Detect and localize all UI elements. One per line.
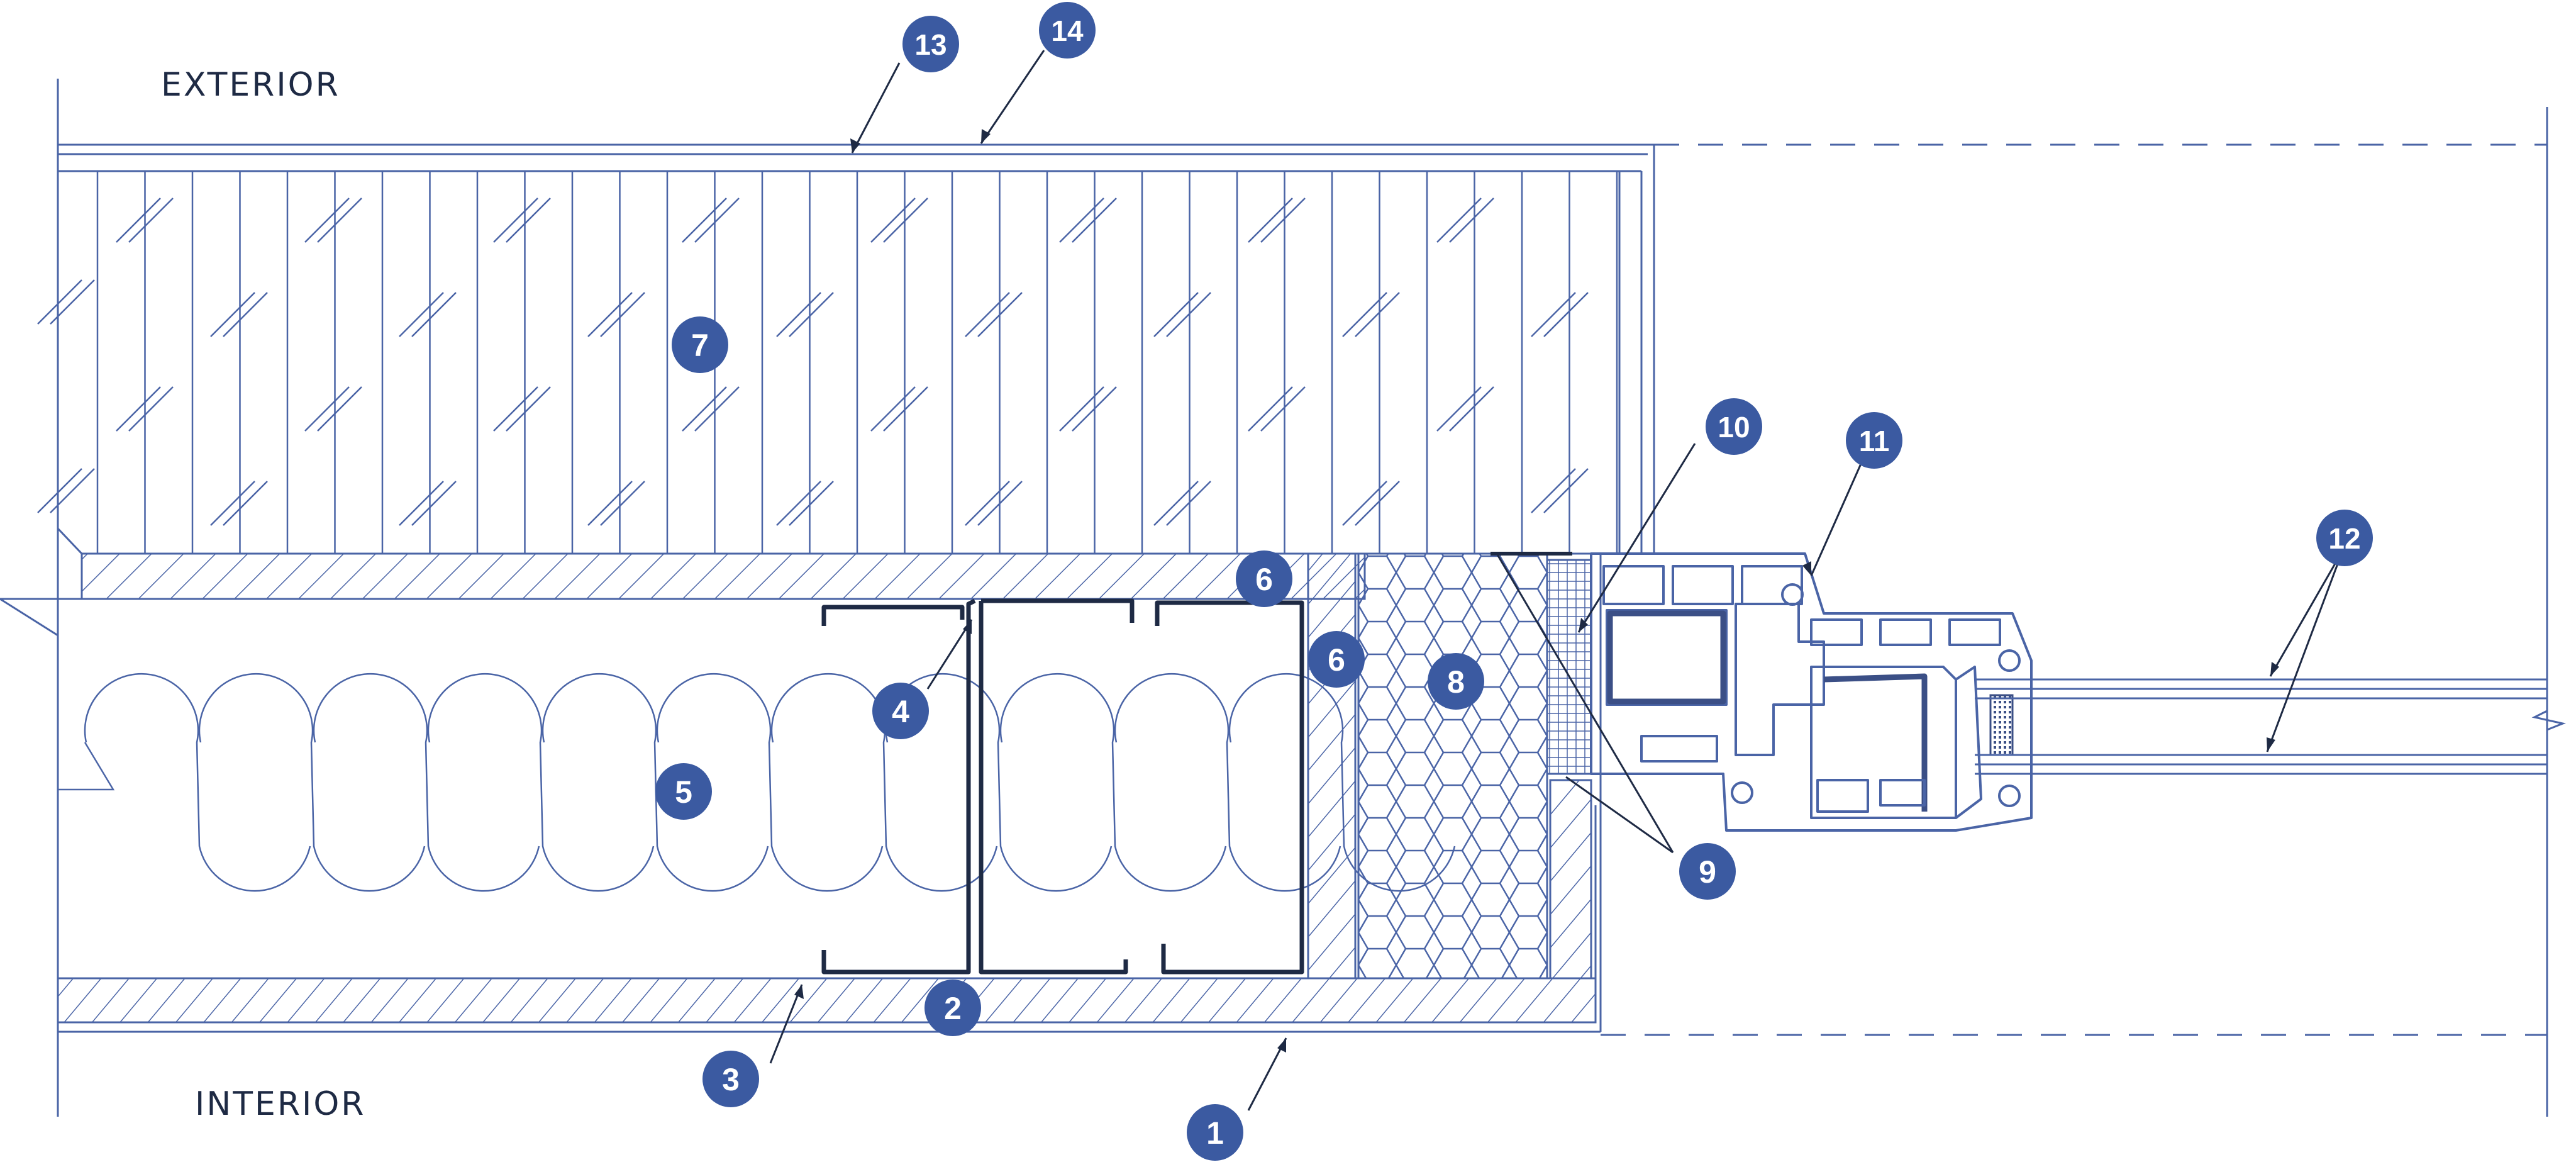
interior-label: INTERIOR — [195, 1085, 366, 1123]
callout-5: 5 — [655, 763, 712, 820]
callout-6-top: 6 — [1236, 550, 1292, 607]
svg-text:13: 13 — [914, 28, 947, 61]
callout-7: 7 — [672, 316, 728, 373]
callout-6-side: 6 — [1308, 631, 1365, 688]
svg-text:3: 3 — [722, 1062, 740, 1097]
callout-4: 4 — [872, 683, 929, 739]
svg-text:4: 4 — [892, 694, 909, 729]
callout-11: 11 — [1846, 412, 1902, 469]
callout-2: 2 — [924, 980, 981, 1036]
svg-text:7: 7 — [691, 328, 709, 363]
svg-text:6: 6 — [1255, 562, 1273, 597]
callout-1: 1 — [1187, 1104, 1243, 1161]
callout-12: 12 — [2316, 510, 2373, 566]
callout-3: 3 — [702, 1051, 759, 1107]
svg-text:6: 6 — [1328, 642, 1345, 678]
svg-text:11: 11 — [1859, 425, 1890, 457]
callout-13: 13 — [902, 16, 959, 72]
callout-8: 8 — [1428, 653, 1484, 710]
svg-text:1: 1 — [1206, 1115, 1224, 1151]
callout-9: 9 — [1679, 843, 1736, 900]
svg-text:10: 10 — [1718, 411, 1750, 444]
svg-text:12: 12 — [2328, 522, 2360, 555]
svg-text:5: 5 — [675, 774, 692, 810]
callout-14: 14 — [1039, 2, 1096, 59]
callout-10: 10 — [1706, 398, 1762, 455]
svg-text:2: 2 — [944, 991, 962, 1026]
svg-text:8: 8 — [1447, 664, 1465, 700]
svg-text:14: 14 — [1051, 14, 1084, 47]
exterior-label: EXTERIOR — [161, 66, 340, 104]
svg-text:9: 9 — [1699, 854, 1716, 890]
